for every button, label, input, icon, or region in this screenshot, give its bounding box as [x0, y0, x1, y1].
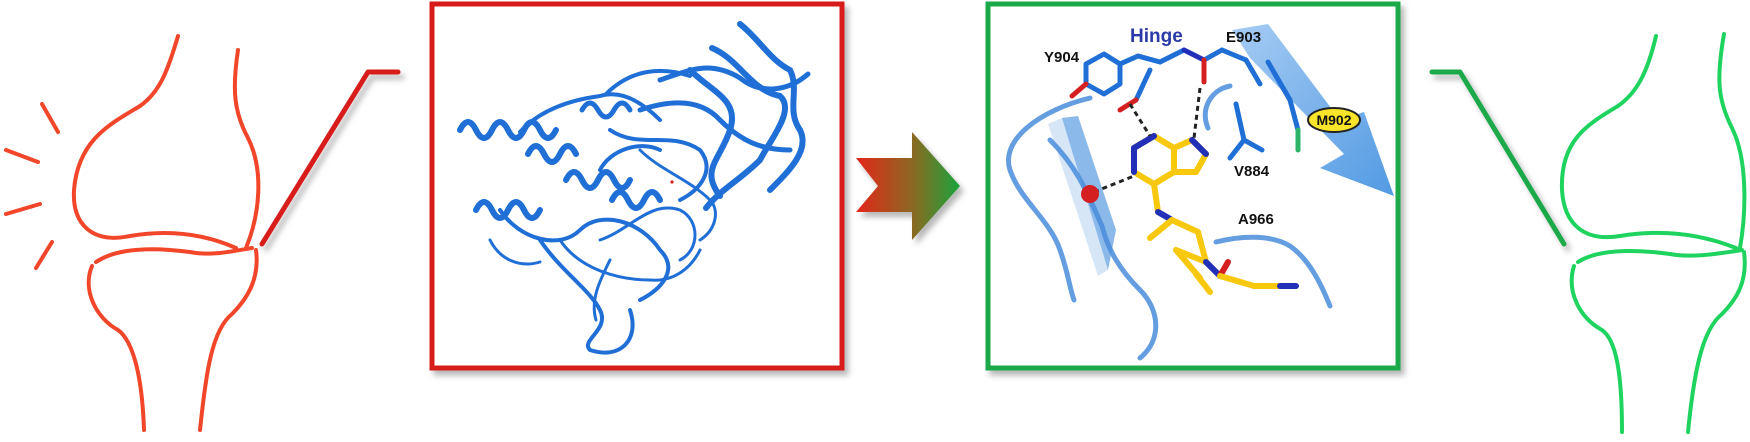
- ligand-binding-panel: Hinge Y904 E903 M902 V884 A966: [985, 1, 1401, 371]
- healthy-knee-joint-icon: [1429, 32, 1747, 434]
- connector-right: [1429, 69, 1567, 247]
- hinge-residue-sticks: [1069, 47, 1301, 161]
- inflamed-knee-joint-icon: [4, 34, 401, 432]
- residue-label-y904: Y904: [1044, 49, 1080, 66]
- tibia-outline: [86, 264, 146, 432]
- red-frame: [429, 1, 845, 371]
- femur-outline-inner: [232, 48, 261, 250]
- ligand-site-dot: [670, 180, 674, 184]
- pain-ray-1: [40, 102, 60, 134]
- gradient-chevron-arrow-icon: [856, 132, 960, 240]
- residue-label-v884: V884: [1234, 163, 1270, 180]
- ligand-sticks: [1131, 133, 1299, 295]
- pain-ray-3: [4, 202, 42, 216]
- hinge-label: Hinge: [1130, 26, 1183, 47]
- femur-outline: [71, 34, 238, 250]
- femur-outline-inner: [1717, 32, 1747, 250]
- pain-ray-4: [34, 240, 54, 270]
- kinase-ribbon-structure: [457, 21, 811, 355]
- residue-label-e903: E903: [1226, 29, 1261, 46]
- femur-outline: [1559, 34, 1738, 250]
- water-molecule: [1081, 185, 1099, 203]
- residue-label-m902: M902: [1316, 112, 1351, 128]
- residue-label-a966: A966: [1238, 211, 1274, 228]
- pain-ray-2: [4, 148, 40, 164]
- joint-line: [94, 246, 254, 264]
- joint-line: [1576, 248, 1744, 264]
- m902-highlight-badge: [1307, 107, 1361, 133]
- backbone-loops: [1006, 83, 1333, 361]
- tibia-outline-inner: [198, 248, 259, 432]
- kinase-ribbon-panel: [429, 1, 845, 371]
- hydrogen-bonds: [1093, 87, 1202, 194]
- tibia-outline: [1569, 264, 1624, 434]
- connector-left: [259, 69, 401, 247]
- tibia-outline-inner: [1686, 250, 1747, 434]
